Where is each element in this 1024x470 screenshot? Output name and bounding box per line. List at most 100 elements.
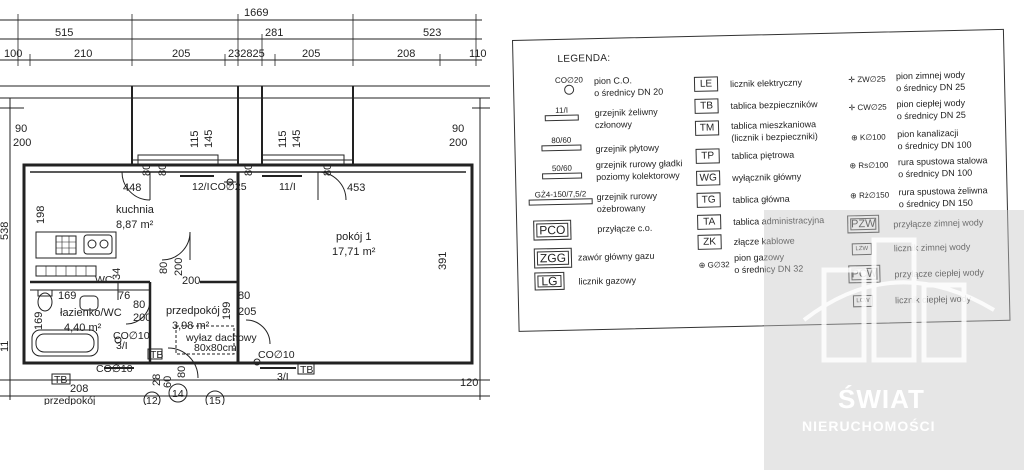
dim-60: 60 (162, 376, 174, 388)
tm-symbol: TM (694, 120, 720, 136)
dim-right-90: 90 (452, 123, 464, 135)
legend-wg: wyłącznik główny (732, 171, 802, 184)
pco-symbol: PCO (533, 219, 572, 241)
room1-name: pokój 1 (336, 231, 371, 243)
wc-label: WC (95, 274, 113, 286)
hatch-size: 80x80cm (194, 342, 237, 354)
dim-28: 28 (151, 374, 163, 386)
cast-iron-radiator-symbol: 11/I (544, 106, 579, 122)
watermark-line1: ŚWIAT (838, 384, 925, 414)
dim-205c: 205 (238, 306, 256, 318)
dim-145a: 145 (203, 130, 215, 148)
dim-205a: 205 (172, 48, 190, 60)
steel-downpipe-symbol: ⊕ Rs∅100 (849, 160, 889, 171)
dim-538: 538 (0, 222, 11, 240)
hall-area: 3,98 m² (172, 320, 210, 332)
dim-80c: 80 (243, 164, 255, 176)
bathroom-name: łazienko/WC (60, 307, 122, 319)
dim-281: 281 (265, 27, 283, 39)
legend-title: LEGENDA: (557, 52, 611, 65)
ta-symbol: TA (697, 214, 722, 230)
dim-80f: 80 (133, 299, 145, 311)
legend-tb: tablica bezpieczników (730, 99, 818, 112)
dim-80h: 80 (176, 366, 188, 378)
dim-left-90: 90 (15, 123, 27, 135)
dim-205b: 205 (302, 48, 320, 60)
sewer-riser-symbol: ⊕ K∅100 (850, 132, 886, 143)
watermark-panel (764, 210, 1024, 470)
watermark-line2: NIERUCHOMOŚCI (802, 418, 936, 434)
riser-co10c-label: CO∅10 (258, 349, 295, 361)
number-15: 15 (209, 395, 221, 405)
cast-iron-downpipe-symbol: ⊕ Rż∅150 (850, 190, 890, 201)
dim-200b: 200 (182, 275, 200, 287)
dim-232825: 232825 (228, 48, 265, 60)
dim-523: 523 (423, 27, 441, 39)
hot-water-riser-symbol: ✛ CW∅25 (848, 102, 887, 113)
dim-199: 199 (221, 302, 233, 320)
dim-110: 110 (469, 48, 487, 60)
dim-80b: 80 (157, 164, 169, 176)
legend-tp: tablica piętrowa (731, 149, 795, 162)
kitchen-name: kuchnia (116, 204, 155, 216)
legend-lg: licznik gazowy (578, 275, 637, 287)
watermark-logo-icon (802, 237, 996, 363)
legend-pco: przyłącze c.o. (597, 222, 653, 235)
finned-radiator-symbol: GŻ4-150/7,5/2 (528, 189, 593, 206)
tp-symbol: TP (695, 148, 720, 164)
radiator-3a-label: 3/I (116, 340, 128, 352)
dim-198: 198 (35, 206, 47, 224)
zgg-symbol: ZGG (533, 247, 573, 269)
dim-11: 11 (0, 341, 11, 352)
dim-145b: 145 (291, 130, 303, 148)
gas-riser-symbol: ⊕ G∅32 (698, 260, 730, 270)
tb-symbol: TB (694, 98, 719, 114)
dim-208: 208 (397, 48, 415, 60)
panel-radiator-symbol: 80/60 (541, 135, 582, 152)
room1-area: 17,71 m² (332, 246, 376, 258)
legend-tg: tablica główna (732, 193, 790, 206)
dim-515: 515 (55, 27, 73, 39)
dim-total: 1669 (244, 7, 268, 19)
co-riser-symbol: CO∅20 (552, 75, 586, 95)
legend-panel-radiator: grzejnik płytowy (595, 142, 660, 155)
hall-label-lower: przedpokój (44, 395, 95, 405)
number-12: 12 (146, 395, 158, 405)
dim-80g: 80 (238, 290, 250, 302)
dim-80a: 80 (141, 164, 153, 176)
dim-200a: 200 (173, 258, 185, 276)
dim-453: 453 (347, 182, 365, 194)
dim-391: 391 (437, 252, 449, 270)
legend-tm: tablica mieszkaniowa(licznik i bezpieczn… (730, 119, 818, 144)
dim-34: 34 (111, 268, 123, 280)
tb-label-1: TB (150, 349, 163, 361)
dim-200c: 200 (133, 312, 151, 324)
lg-symbol: LG (534, 271, 565, 291)
pipe-radiator-symbol: 50/60 (542, 163, 583, 180)
wg-symbol: WG (696, 170, 721, 186)
dim-210: 210 (74, 48, 92, 60)
dim-76: 76 (118, 290, 130, 302)
le-symbol: LE (693, 76, 719, 92)
radiator-11-label: 11/I (279, 181, 296, 193)
dim-80d: 80 (322, 164, 334, 176)
floor-plan: 1669 515 281 523 100 210 205 232825 205 … (0, 7, 490, 405)
number-14: 14 (172, 388, 184, 400)
dim-100: 100 (4, 48, 22, 60)
dim-120: 120 (460, 377, 478, 389)
dim-right-200: 200 (449, 137, 467, 149)
hatch-label: wyłaz dachowy (185, 332, 257, 344)
riser-co10a-label: CO∅10 (113, 330, 150, 342)
cold-water-riser-symbol: ✛ ZW∅25 (848, 74, 886, 85)
kitchen-area: 8,87 m² (116, 219, 154, 231)
dim-115a: 115 (189, 130, 201, 148)
legend-co-riser: pion C.O.o średnicy DN 20 (593, 75, 664, 99)
dim-left-200: 200 (13, 137, 31, 149)
zk-symbol: ZK (697, 234, 722, 250)
